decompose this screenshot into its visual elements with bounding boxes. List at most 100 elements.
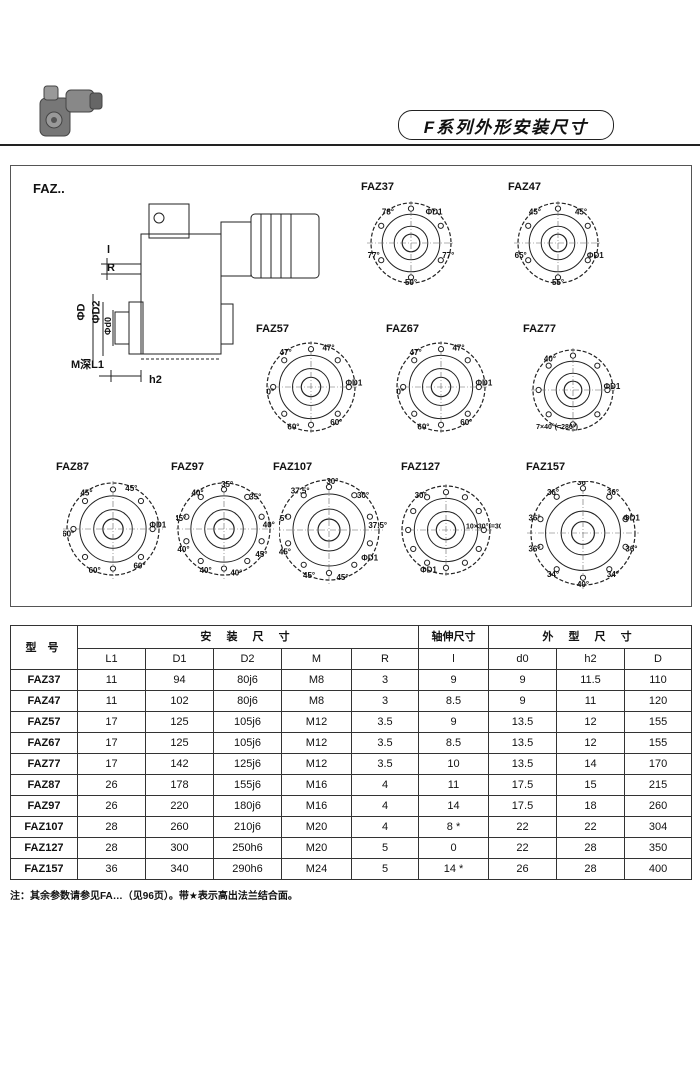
- table-cell: 14: [556, 753, 625, 775]
- table-cell: M16: [281, 795, 352, 817]
- flange-annotation: 37.5°: [291, 486, 310, 495]
- flange-annotation: 37.5°: [368, 521, 387, 530]
- flange-annotation: 47°: [280, 348, 292, 357]
- table-cell: 0: [418, 837, 489, 859]
- model-cell: FAZ157: [10, 858, 78, 880]
- table-cell: 4: [351, 774, 419, 796]
- table-cell: 3: [351, 690, 419, 712]
- table-cell: 36: [77, 858, 146, 880]
- table-cell: 260: [623, 795, 693, 817]
- table-cell: 102: [145, 690, 214, 712]
- model-cell: FAZ77: [10, 753, 78, 775]
- table-cell: 28: [556, 837, 625, 859]
- table-cell: 11: [77, 690, 146, 712]
- table-cell: 13.5: [488, 753, 557, 775]
- table-cell: 11.5: [556, 669, 625, 691]
- flange-view-faz127: 30°10×30°(=300°)ΦD1: [398, 482, 512, 591]
- flange-annotation: 7×40°(=280°): [536, 423, 578, 431]
- table-cell: 220: [145, 795, 214, 817]
- flange-annotation: 78°: [382, 207, 394, 216]
- flange-annotation: 77°: [368, 251, 380, 260]
- flange-annotation: 36°: [528, 545, 540, 554]
- table-cell: 125: [145, 732, 214, 754]
- flange-annotation: 45°: [125, 484, 137, 493]
- table-cell: 260: [145, 816, 214, 838]
- flange-label-faz97: FAZ97: [171, 461, 205, 473]
- table-cell: 9: [418, 669, 489, 691]
- table-cell: 3.5: [351, 753, 419, 775]
- flange-annotation: 36°: [547, 488, 559, 497]
- table-cell: 12: [556, 732, 625, 754]
- dim-label-D: ΦD: [75, 303, 88, 321]
- header-divider: [0, 144, 700, 146]
- table-cell: 3.5: [351, 732, 419, 754]
- header-shaft-dims: 轴伸尺寸: [418, 625, 489, 649]
- table-cell: 9: [488, 690, 557, 712]
- flange-annotation: 40°: [177, 545, 189, 554]
- table-cell: 17: [77, 732, 146, 754]
- table-cell: 9: [418, 711, 489, 733]
- flange-label-faz37: FAZ37: [361, 181, 395, 193]
- table-cell: M12: [281, 711, 352, 733]
- table-cell: 400: [623, 858, 693, 880]
- table-cell: 12: [556, 711, 625, 733]
- flange-drawing: 30°10×30°(=300°)ΦD1: [398, 482, 512, 578]
- table-cell: M20: [281, 837, 352, 859]
- table-cell: M8: [281, 690, 352, 712]
- flange-annotation: 60°: [460, 418, 472, 427]
- flange-label-faz77: FAZ77: [523, 323, 557, 335]
- flange-annotation: 34°: [607, 570, 619, 579]
- table-cell: M24: [281, 858, 352, 880]
- flange-annotation: 47°: [452, 344, 464, 353]
- model-cell: FAZ97: [10, 795, 78, 817]
- flange-annotation: 45°: [176, 514, 186, 523]
- flange-annotation: 45°: [80, 489, 92, 498]
- table-cell: 10: [418, 753, 489, 775]
- flange-annotation: 77°: [442, 251, 454, 260]
- table-cell: 3: [351, 669, 419, 691]
- flange-annotation: 45°: [279, 547, 291, 556]
- table-cell: 14 *: [418, 858, 489, 880]
- flange-annotation: 40°: [544, 354, 556, 363]
- flange-annotation: 36°: [607, 488, 619, 497]
- table-cell: 17: [77, 753, 146, 775]
- header-model: 型 号: [10, 625, 78, 670]
- table-cell: 155j6: [213, 774, 282, 796]
- dim-label-l: l: [107, 244, 111, 256]
- table-cell: 3.5: [351, 711, 419, 733]
- flange-label-faz67: FAZ67: [386, 323, 420, 335]
- table-cell: 340: [145, 858, 214, 880]
- table-cell: 18: [556, 795, 625, 817]
- table-cell: 210j6: [213, 816, 282, 838]
- flange-annotation: ΦD1: [587, 251, 604, 260]
- table-cell: 155: [623, 711, 693, 733]
- flange-drawing: 40°35°35°40°45°40°40°40°45°: [174, 479, 275, 579]
- table-cell: M16: [281, 774, 352, 796]
- table-cell: 26: [77, 774, 146, 796]
- table-cell: 8 *: [418, 816, 489, 838]
- table-cell: 290h6: [213, 858, 282, 880]
- table-cell: 17.5: [488, 795, 557, 817]
- flange-annotation: 55°: [552, 278, 564, 287]
- side-view-drawing: [92, 203, 320, 382]
- model-cell: FAZ37: [10, 669, 78, 691]
- model-cell: FAZ127: [10, 837, 78, 859]
- table-cell: 4: [351, 816, 419, 838]
- column-header: D2: [213, 648, 282, 670]
